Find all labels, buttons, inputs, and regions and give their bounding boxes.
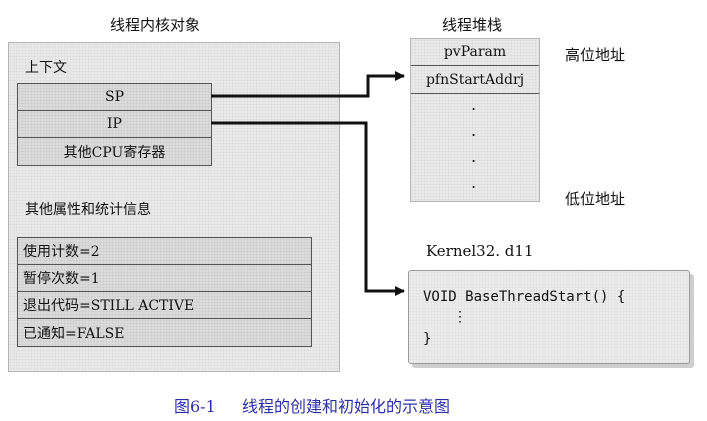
kernel-object-heading: 线程内核对象: [110, 16, 201, 34]
base-thread-start-code: VOID BaseThreadStart() { ⋮ }: [408, 270, 690, 364]
thread-stack-box: pvParam pfnStartAddrj . . . .: [410, 38, 540, 202]
thread-stack-heading: 线程堆栈: [442, 16, 503, 34]
kernel32-label: Kernel32. d11: [426, 242, 534, 260]
stack-ellipsis-4: .: [471, 173, 477, 192]
code-line-close: }: [423, 331, 432, 347]
register-sp: SP: [17, 83, 212, 111]
stack-ellipsis-3: .: [471, 147, 477, 166]
code-line-signature: VOID BaseThreadStart() {: [423, 289, 626, 305]
stat-exit-code: 退出代码=STILL ACTIVE: [17, 291, 312, 319]
context-registers: SP IP 其他CPU寄存器: [17, 83, 212, 167]
stats-list: 使用计数=2 暂停次数=1 退出代码=STILL ACTIVE 已通知=FALS…: [17, 237, 312, 349]
other-attributes-label: 其他属性和统计信息: [25, 202, 151, 218]
high-address-label: 高位地址: [565, 46, 626, 64]
register-ip: IP: [17, 110, 212, 138]
stat-use-count: 使用计数=2: [17, 237, 312, 265]
code-line-ellipsis: ⋮: [453, 309, 467, 325]
register-other-cpu: 其他CPU寄存器: [17, 137, 212, 166]
stat-suspend-count: 暂停次数=1: [17, 264, 312, 292]
stack-ellipsis-1: .: [471, 95, 477, 114]
figure-title: 线程的创建和初始化的示意图: [241, 397, 450, 416]
low-address-label: 低位地址: [565, 190, 626, 208]
figure-caption: 图6-1 线程的创建和初始化的示意图: [174, 393, 450, 417]
stack-ellipsis-2: .: [471, 121, 477, 140]
figure-number: 图6-1: [174, 397, 216, 416]
context-label: 上下文: [25, 60, 67, 76]
stack-cell-pvparam: pvParam: [411, 39, 539, 66]
stat-signaled: 已通知=FALSE: [17, 318, 312, 347]
kernel-object-panel: 上下文 SP IP 其他CPU寄存器 其他属性和统计信息 使用计数=2 暂停次数…: [8, 42, 340, 372]
stack-cell-pfnstartaddr: pfnStartAddrj: [411, 66, 539, 94]
